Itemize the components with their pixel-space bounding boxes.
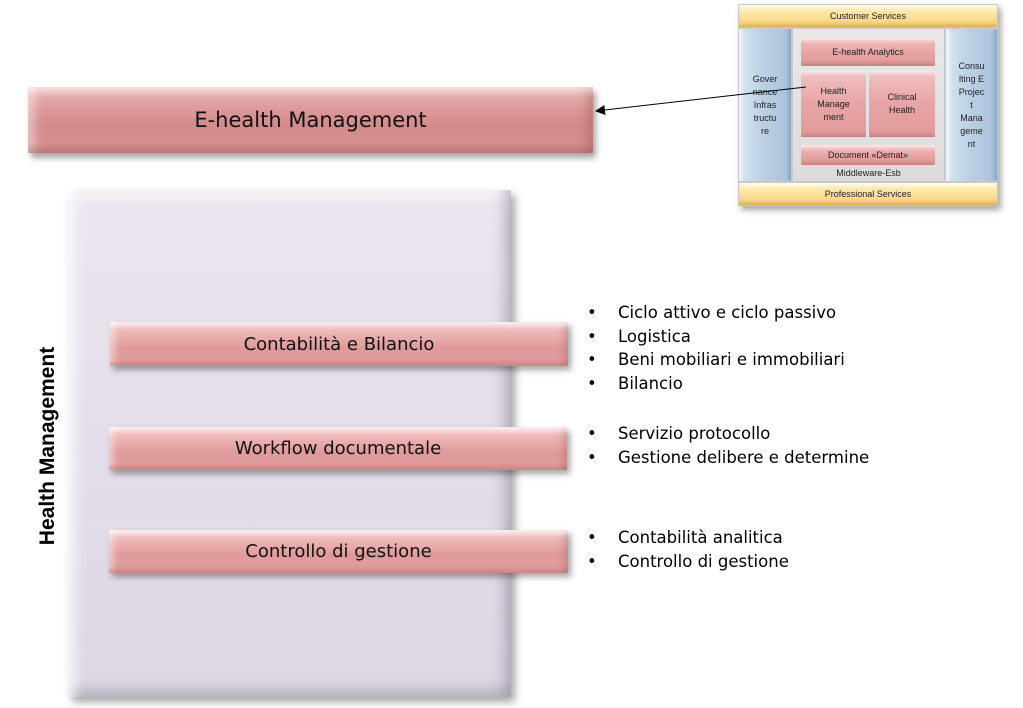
section-label: Workflow documentale — [234, 438, 442, 459]
bullet-item: Logistica — [587, 325, 845, 349]
consulting-line: geme — [960, 125, 983, 136]
governance-line: Infras — [753, 99, 777, 110]
bullet-item: Gestione delibere e determine — [587, 446, 869, 470]
section-bar-contabilita: Contabilità e Bilancio — [110, 322, 568, 366]
section-label: Contabilità e Bilancio — [243, 333, 435, 355]
bullet-list-contabilita: Ciclo attivo e ciclo passivo Logistica B… — [587, 301, 845, 395]
consulting-line: Projec — [958, 86, 985, 97]
architecture-thumbnail: Customer Services Gover nance Infras tru… — [738, 4, 998, 206]
bullet-item: Servizio protocollo — [587, 422, 869, 446]
consulting-column: Consu lting E Projec t Mana geme nt — [946, 29, 997, 181]
document-demat-label: Document «Demat» — [827, 149, 909, 160]
middleware-label-area: Middleware-Esb — [793, 166, 944, 180]
professional-services-band: Professional Services — [739, 183, 997, 205]
consulting-line: Mana — [960, 112, 983, 123]
clinical-health-line: Health — [888, 105, 915, 115]
bullet-item: Beni mobiliari e immobiliari — [587, 348, 845, 372]
e-health-management-bar: E-health Management — [28, 87, 593, 153]
section-bar-workflow: Workflow documentale — [109, 427, 567, 470]
bullet-item: Controllo di gestione — [587, 550, 789, 574]
governance-column: Gover nance Infras tructu re — [739, 29, 791, 181]
section-label: Controllo di gestione — [245, 541, 432, 562]
governance-line: Gover — [752, 73, 778, 84]
middleware-label: Middleware-Esb — [836, 167, 901, 178]
ehealth-analytics-label: E-health Analytics — [832, 46, 904, 57]
health-management-box: Health Manage ment — [801, 71, 866, 137]
ehealth-analytics-box: E-health Analytics — [801, 38, 935, 66]
bullet-list-controllo: Contabilità analitica Controllo di gesti… — [587, 526, 789, 573]
e-health-management-label: E-health Management — [194, 108, 427, 132]
governance-line: tructu — [753, 112, 777, 123]
consulting-line: t — [970, 99, 973, 110]
section-bar-controllo: Controllo di gestione — [109, 530, 568, 573]
health-management-line: ment — [823, 111, 844, 122]
bullet-list-workflow: Servizio protocollo Gestione delibere e … — [587, 422, 869, 469]
consulting-line: lting E — [958, 73, 984, 84]
customer-services-band: Customer Services — [739, 5, 997, 27]
bullet-item: Bilancio — [587, 372, 845, 396]
consulting-line: nt — [967, 138, 976, 149]
professional-services-label: Professional Services — [824, 188, 912, 199]
health-management-line: Health — [820, 85, 847, 96]
health-management-vertical-title: Health Management — [36, 346, 59, 546]
bullet-item: Ciclo attivo e ciclo passivo — [587, 301, 845, 325]
clinical-health-line: Clinical — [887, 92, 917, 102]
governance-line: re — [760, 125, 769, 136]
governance-line: nance — [752, 86, 778, 97]
health-management-line: Manage — [817, 98, 850, 109]
consulting-line: Consu — [958, 60, 985, 71]
clinical-health-box: Clinical Health — [869, 71, 935, 137]
document-demat-box: Document «Demat» — [801, 145, 935, 165]
bullet-item: Contabilità analitica — [587, 526, 789, 550]
customer-services-label: Customer Services — [829, 10, 907, 21]
